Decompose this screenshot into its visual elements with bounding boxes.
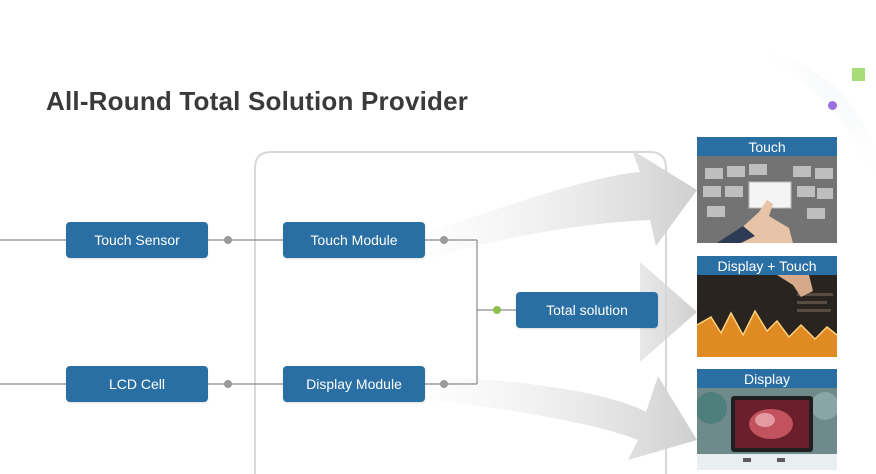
node-total-solution: Total solution	[516, 292, 658, 328]
connector-dot-cell	[224, 380, 232, 388]
display-touch-photo	[697, 275, 837, 357]
connector-dot-sensor	[224, 236, 232, 244]
panel-touch-caption: Touch	[697, 137, 837, 156]
node-lcd-cell: LCD Cell	[66, 366, 208, 402]
touch-photo	[697, 156, 837, 243]
module-group-box	[254, 151, 667, 474]
node-display-module: Display Module	[283, 366, 425, 402]
display-photo	[697, 388, 837, 470]
corner-swoosh	[750, 50, 876, 190]
connector-dot-display-module	[440, 380, 448, 388]
green-square-accent	[852, 68, 865, 81]
arrow-to-touch	[430, 150, 697, 258]
page-title: All-Round Total Solution Provider	[46, 86, 469, 116]
panel-display-touch: Display + Touch	[697, 256, 837, 357]
panel-display: Display	[697, 369, 837, 470]
panel-display-touch-caption: Display + Touch	[697, 256, 837, 275]
panel-touch: Touch	[697, 137, 837, 243]
node-touch-module: Touch Module	[283, 222, 425, 258]
node-touch-sensor: Touch Sensor	[66, 222, 208, 258]
connector-dot-touch-module	[440, 236, 448, 244]
panel-display-caption: Display	[697, 369, 837, 388]
connector-dot-total	[493, 306, 501, 314]
arrow-to-display	[430, 376, 697, 460]
purple-dot-accent	[828, 101, 837, 110]
